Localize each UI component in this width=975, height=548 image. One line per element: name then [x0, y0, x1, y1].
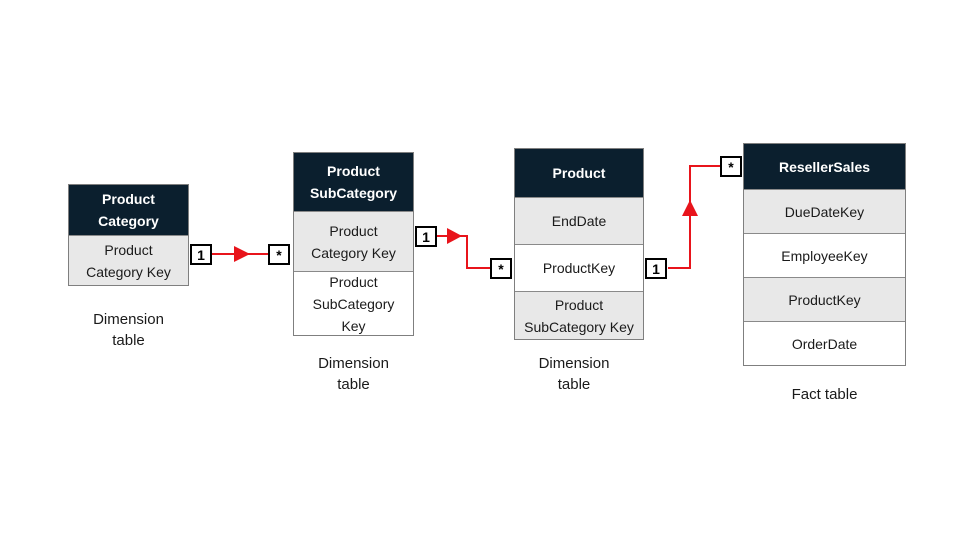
cardinality-one-marker: 1	[190, 244, 212, 265]
row-duedatekey: DueDateKey	[744, 189, 905, 233]
row-productkey: ProductKey	[744, 277, 905, 321]
row-product-subcategory-key: Product SubCategory Key	[294, 271, 413, 335]
table-product-subcategory-header: Product SubCategory	[294, 153, 413, 211]
table-product-category: Product Category Product Category Key	[68, 184, 189, 286]
row-employeekey: EmployeeKey	[744, 233, 905, 277]
table-product: Product EndDate ProductKey Product SubCa…	[514, 148, 644, 340]
table-resellersales: ResellerSales DueDateKey EmployeeKey Pro…	[743, 143, 906, 366]
row-product-subcategory-key: Product SubCategory Key	[515, 291, 643, 339]
row-product-category-key: Product Category Key	[69, 235, 188, 285]
row-orderdate: OrderDate	[744, 321, 905, 365]
arrow-product-resellersales	[682, 200, 698, 216]
cardinality-many-marker: *	[490, 258, 512, 279]
row-enddate: EndDate	[515, 197, 643, 244]
cardinality-one-marker: 1	[415, 226, 437, 247]
table-product-category-header: Product Category	[69, 185, 188, 235]
table-product-header: Product	[515, 149, 643, 197]
caption-product-subcategory: Dimension table	[318, 355, 389, 393]
cardinality-many-marker: *	[720, 156, 742, 177]
caption-product: Dimension table	[538, 355, 610, 393]
caption-product-category: Dimension table	[93, 311, 164, 349]
connector-product-resellersales	[668, 165, 720, 269]
connector-subcategory-product	[437, 235, 490, 269]
cardinality-many-marker: *	[268, 244, 290, 265]
caption-resellersales: Fact table	[791, 386, 858, 403]
table-resellersales-header: ResellerSales	[744, 144, 905, 189]
cardinality-one-marker: 1	[645, 258, 667, 279]
row-productkey: ProductKey	[515, 244, 643, 291]
row-product-category-key: Product Category Key	[294, 211, 413, 271]
table-product-subcategory: Product SubCategory Product Category Key…	[293, 152, 414, 336]
arrow-category-subcategory	[234, 246, 250, 262]
arrow-subcategory-product	[447, 228, 462, 244]
